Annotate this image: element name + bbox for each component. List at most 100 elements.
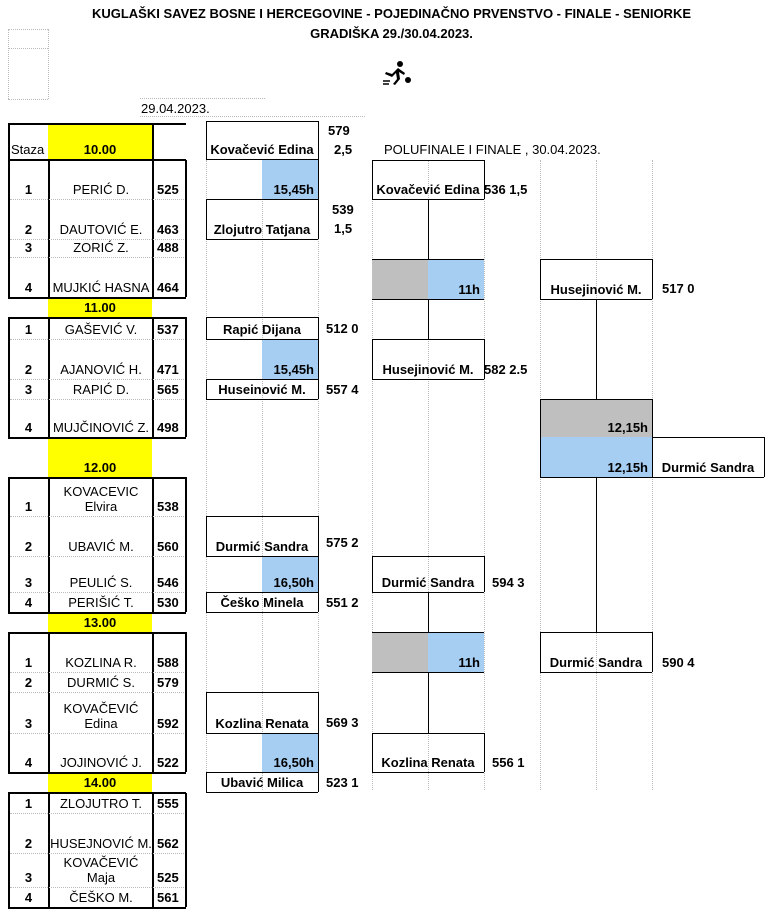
player-name: UBAVIĆ M. xyxy=(68,539,134,554)
lane-number: 2 xyxy=(24,362,33,377)
semifinal-winner-score: 517 0 xyxy=(662,281,695,296)
player-name: KOZLINA R. xyxy=(65,655,137,670)
page-subtitle: GRADIŠKA 29./30.04.2023. xyxy=(310,26,473,41)
time-slot: 11.00 xyxy=(84,300,116,315)
round1-points: 1,5 xyxy=(334,221,353,236)
player-name: AJANOVIĆ H. xyxy=(60,362,142,377)
player-score: 562 xyxy=(157,836,179,851)
time-slot: 10.00 xyxy=(83,142,117,157)
semifinal-score: 594 3 xyxy=(492,575,525,590)
player-name: JOJINOVIĆ J. xyxy=(60,755,142,770)
lane-number: 1 xyxy=(24,182,33,197)
player-score: 471 xyxy=(157,362,179,377)
player-name: KOVAČEVIĆ Maja xyxy=(63,855,139,885)
match-time: 15,45h xyxy=(273,182,314,197)
match-time: 16,50h xyxy=(273,575,314,590)
lane-number: 3 xyxy=(24,575,33,590)
semifinal-score: 536 1,5 xyxy=(484,182,528,197)
semifinal-player: Kozlina Renata xyxy=(381,755,475,770)
semifinal-score: 556 1 xyxy=(492,755,525,770)
round1-score: 557 4 xyxy=(326,382,359,397)
round1-player: Češko Minela xyxy=(220,595,304,610)
player-score: 588 xyxy=(157,655,179,670)
semifinal-player: Durmić Sandra xyxy=(381,575,475,590)
semifinal-player: Kovačević Edina xyxy=(376,182,480,197)
player-name: ČEŠKO M. xyxy=(69,890,133,905)
lane-number: 2 xyxy=(24,675,33,690)
player-score: 530 xyxy=(157,595,179,610)
match-time: 11h xyxy=(458,282,480,297)
lane-number: 4 xyxy=(24,280,33,295)
player-name: MUJKIĆ HASNA xyxy=(52,280,150,295)
player-name: DAUTOVIĆ E. xyxy=(59,222,143,237)
player-name: KOVACEVIC Elvira xyxy=(63,484,139,514)
lane-number: 3 xyxy=(24,716,33,731)
player-score: 538 xyxy=(157,499,179,514)
round1-player: Rapić Dijana xyxy=(222,322,302,337)
player-name: ZLOJUTRO T. xyxy=(59,796,143,811)
lane-number: 2 xyxy=(24,539,33,554)
page-title: KUGLAŠKI SAVEZ BOSNE I HERCEGOVINE - POJ… xyxy=(91,6,692,21)
player-score: 525 xyxy=(157,870,179,885)
match-time: 16,50h xyxy=(273,755,314,770)
champion: Durmić Sandra xyxy=(661,460,755,475)
player-score: 464 xyxy=(157,280,179,295)
round1-score: 569 3 xyxy=(326,715,359,730)
staza-header: Staza xyxy=(11,142,45,157)
player-score: 555 xyxy=(157,796,179,811)
round1-score: 551 2 xyxy=(326,595,359,610)
lane-number: 3 xyxy=(24,382,33,397)
day1-date: 29.04.2023. xyxy=(141,101,210,116)
round1-player: Kozlina Renata xyxy=(215,716,309,731)
player-name: DURMIĆ S. xyxy=(67,675,135,690)
player-name: PEULIĆ S. xyxy=(69,575,133,590)
lane-number: 2 xyxy=(24,222,33,237)
player-score: 561 xyxy=(157,890,179,905)
player-name: HUSEJNOVIĆ M. xyxy=(50,836,152,851)
lane-number: 3 xyxy=(24,870,33,885)
semifinal-winner: Durmić Sandra xyxy=(549,655,643,670)
match-time: 12,15h xyxy=(607,460,648,475)
semifinal-winner: Husejinović M. xyxy=(550,282,642,297)
semifinal-winner-score: 590 4 xyxy=(662,655,695,670)
round1-player: Ubavić Milica xyxy=(220,775,304,790)
player-name: RAPIĆ D. xyxy=(72,382,130,397)
player-score: 546 xyxy=(157,575,179,590)
time-slot: 12.00 xyxy=(83,460,117,475)
player-name: PERIŠIĆ T. xyxy=(68,595,134,610)
player-score: 579 xyxy=(157,675,179,690)
round1-player: Zlojutro Tatjana xyxy=(213,222,311,237)
round1-points: 2,5 xyxy=(334,142,353,157)
round1-player: Durmić Sandra xyxy=(215,539,309,554)
player-score: 565 xyxy=(157,382,179,397)
semifinal-score: 582 2.5 xyxy=(484,362,528,377)
bowler-icon xyxy=(380,60,412,86)
round1-player: Huseinović M. xyxy=(218,382,306,397)
player-name: MUJČINOVIĆ Z. xyxy=(52,420,150,435)
player-name: PERIĆ D. xyxy=(72,182,130,197)
match-time: 12,15h xyxy=(607,420,648,435)
lane-number: 1 xyxy=(24,499,33,514)
lane-number: 1 xyxy=(24,322,33,337)
round1-score: 579 xyxy=(328,123,350,138)
player-score: 463 xyxy=(157,222,179,237)
player-name: GAŠEVIĆ V. xyxy=(64,322,138,337)
player-score: 560 xyxy=(157,539,179,554)
player-score: 592 xyxy=(157,716,179,731)
lane-number: 1 xyxy=(24,655,33,670)
player-name: KOVAČEVIĆ Edina xyxy=(63,701,139,731)
player-score: 488 xyxy=(157,240,179,255)
lane-number: 4 xyxy=(24,890,33,905)
lane-number: 1 xyxy=(24,796,33,811)
player-score: 498 xyxy=(157,420,179,435)
lane-number: 2 xyxy=(24,836,33,851)
lane-number: 4 xyxy=(24,595,33,610)
round1-player: Kovačević Edina xyxy=(210,142,314,157)
round1-score: 523 1 xyxy=(326,775,359,790)
lane-number: 3 xyxy=(24,240,33,255)
player-score: 537 xyxy=(157,322,179,337)
semifinal-final-date: POLUFINALE I FINALE , 30.04.2023. xyxy=(384,142,601,157)
time-slot: 14.00 xyxy=(83,775,117,790)
player-name: ZORIĆ Z. xyxy=(73,240,129,255)
lane-number: 4 xyxy=(24,420,33,435)
